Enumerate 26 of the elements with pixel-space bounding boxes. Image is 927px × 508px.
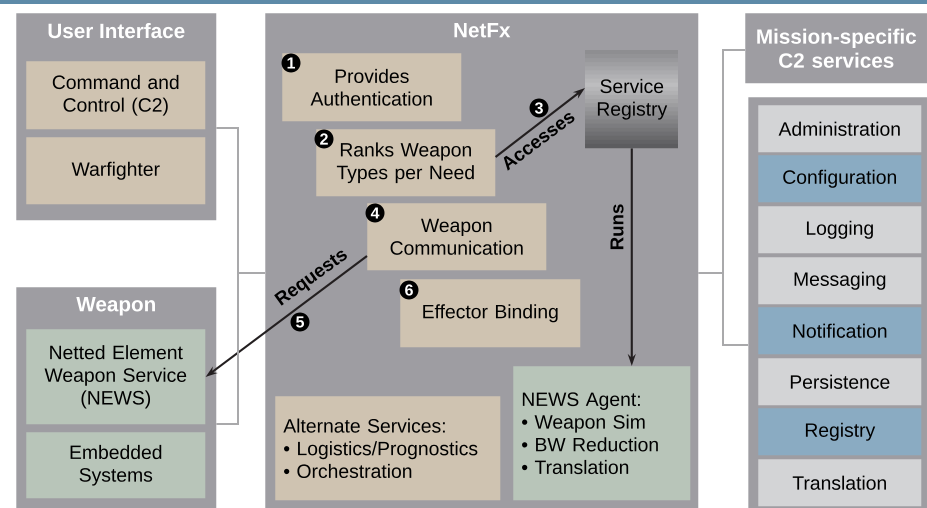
callout-number: 2 — [314, 130, 334, 148]
callout-number: 5 — [290, 312, 310, 332]
service-box: Persistence — [758, 358, 922, 406]
service-box: Registry — [758, 408, 922, 456]
service-box: Messaging — [758, 257, 922, 304]
edge-label: Runs — [610, 204, 624, 250]
header-box: Mission-specific C2 services — [745, 13, 927, 84]
registry-box: Service Registry — [585, 50, 678, 148]
service-box: Notification — [758, 307, 922, 354]
node-label: Service Registry — [598, 78, 668, 120]
callout-number: 1 — [282, 54, 300, 72]
service-box: Translation — [758, 459, 922, 506]
list-box: Alternate Services: • Logistics/Prognostics • Orchestration — [275, 396, 500, 500]
callout-number: 6 — [400, 280, 418, 300]
process-box: Command and Control (C2) — [26, 61, 206, 130]
service-box: Logging — [758, 206, 922, 254]
list-box: NEWS Agent: • Weapon Sim • BW Reduction • Translation — [513, 366, 690, 500]
process-box: Netted Element Weapon Service (NEWS) — [26, 329, 206, 424]
callout-number: 3 — [530, 98, 548, 118]
connector-line — [216, 272, 265, 425]
service-box: Configuration — [758, 155, 922, 202]
process-box: Embedded Systems — [26, 432, 206, 498]
process-box: Warfighter — [26, 137, 206, 204]
callout-number: 4 — [366, 204, 384, 222]
connector-line — [698, 272, 748, 346]
service-box: Administration — [758, 105, 922, 152]
